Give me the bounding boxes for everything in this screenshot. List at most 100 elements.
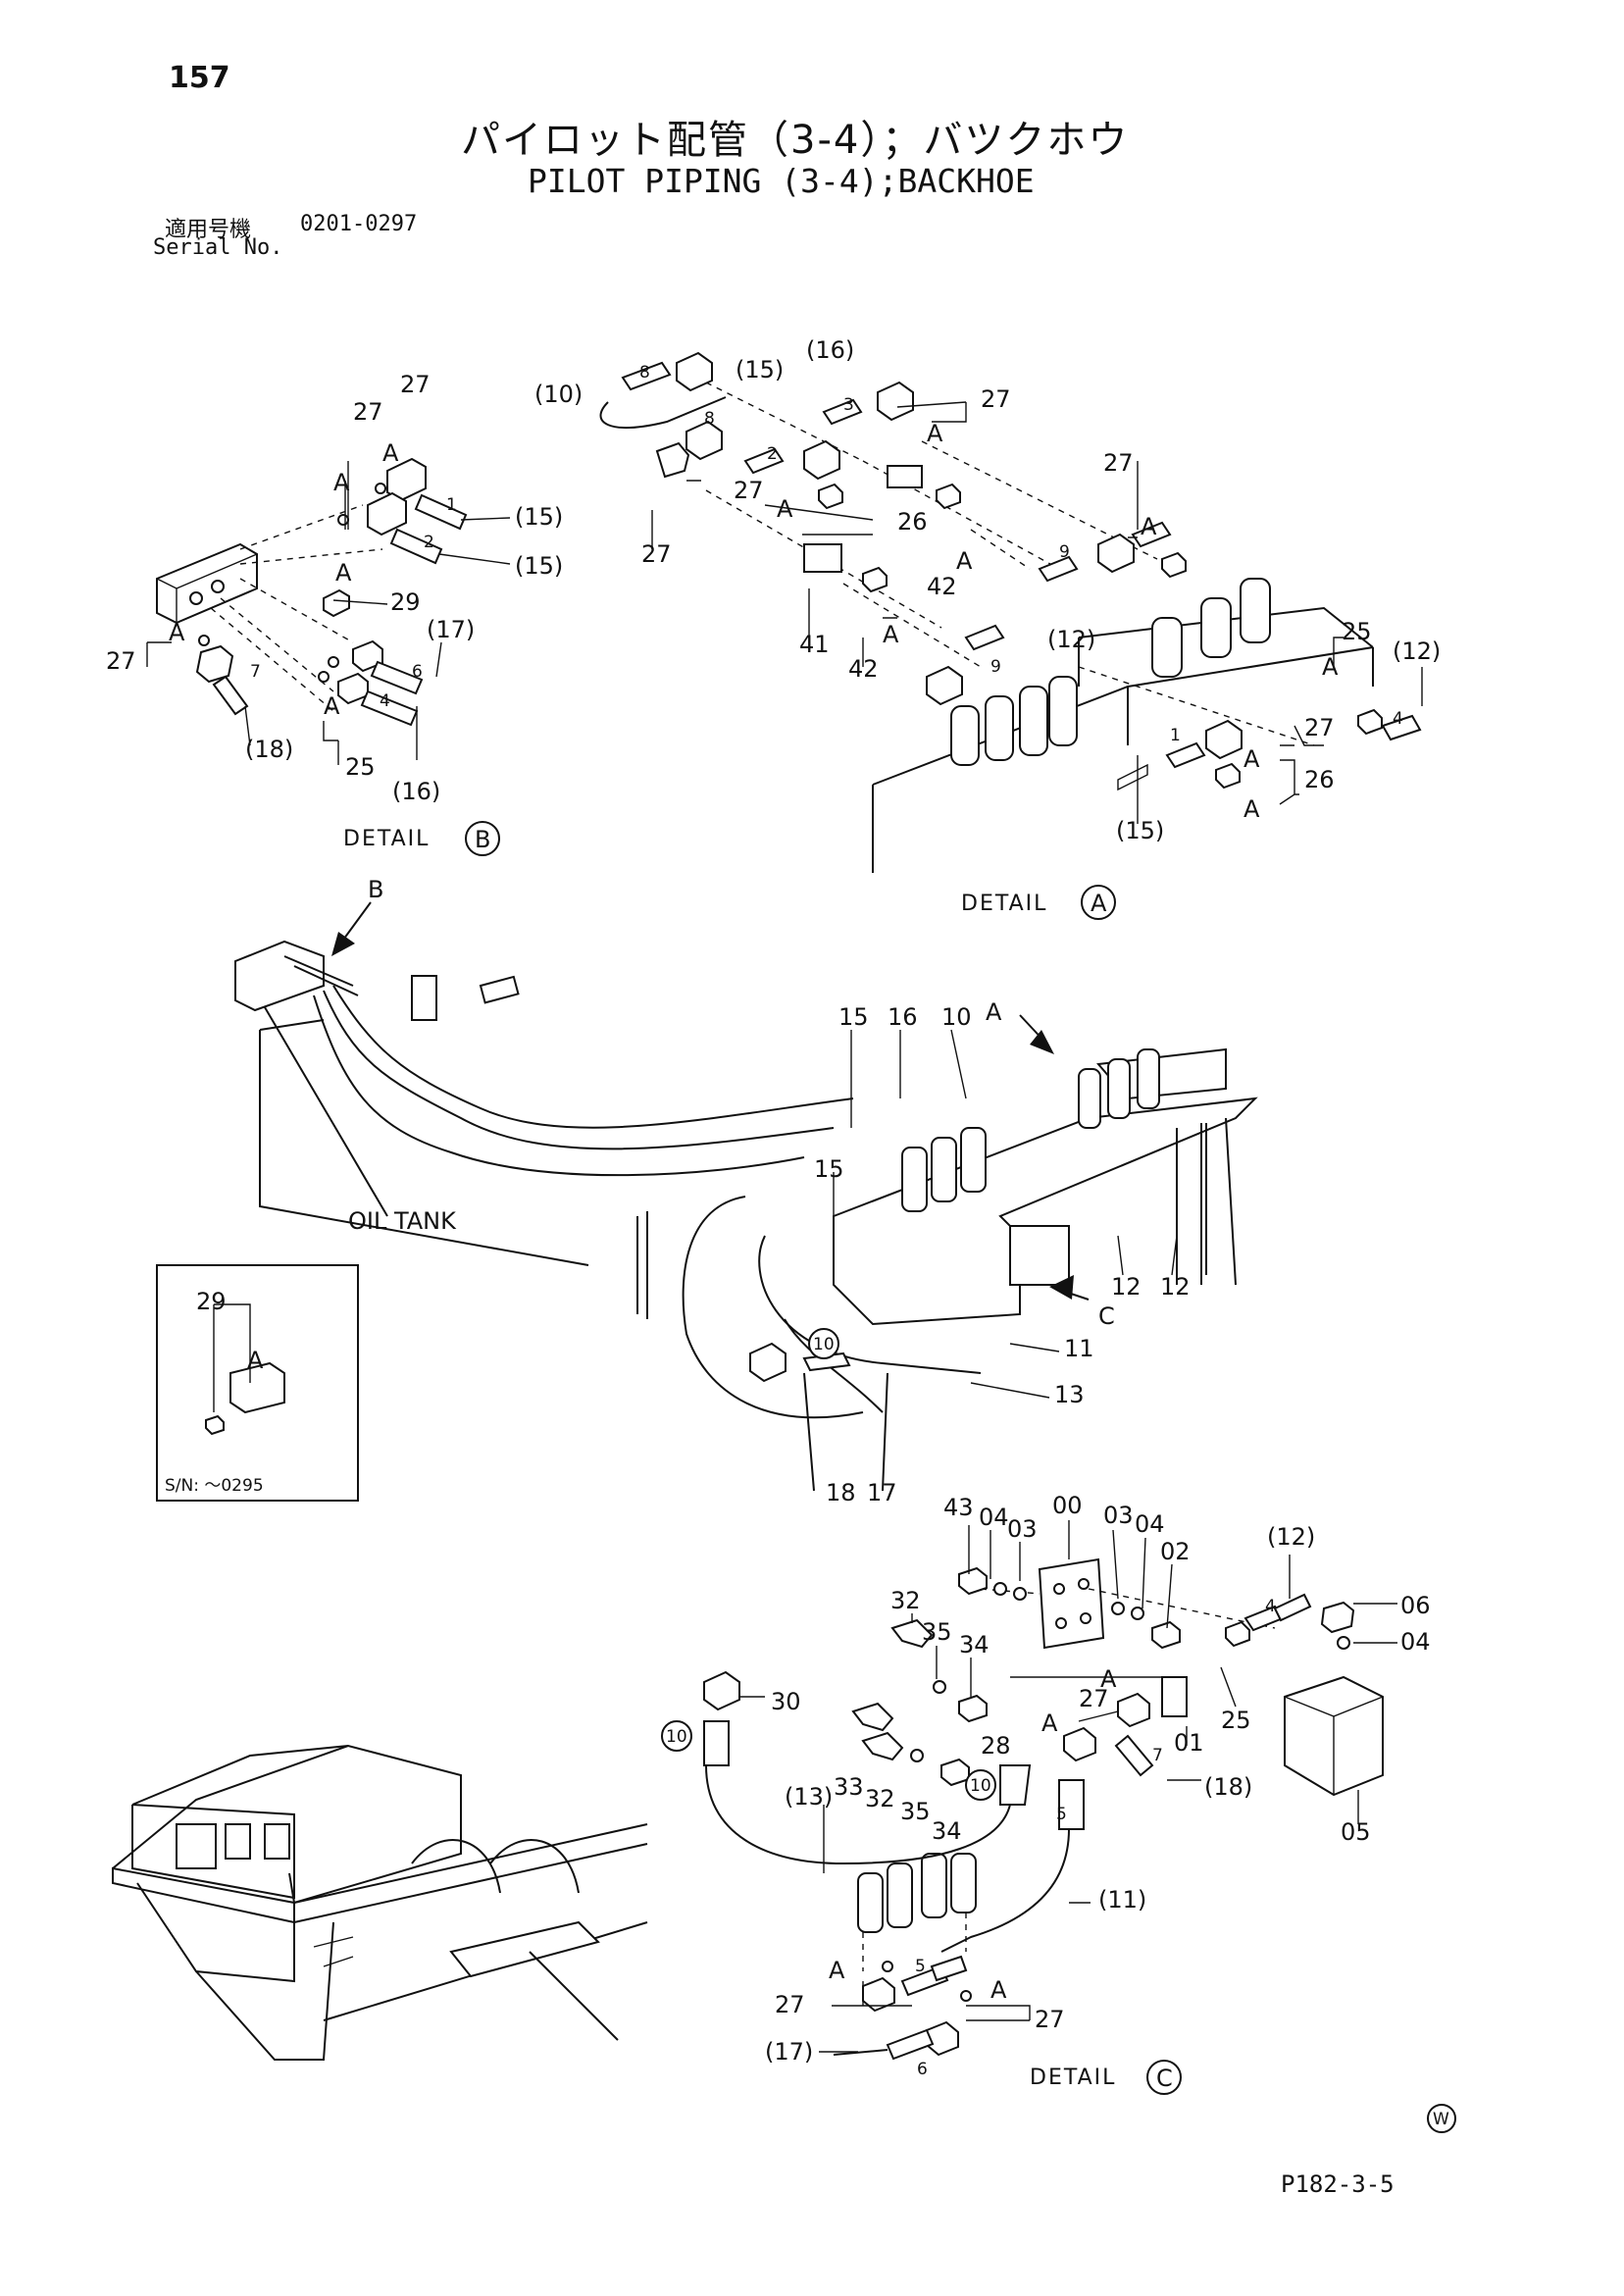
- callout-main-15b: 15: [814, 1155, 844, 1183]
- block-fitting: [887, 465, 923, 488]
- view-arrow-c: [1049, 1275, 1090, 1301]
- circle-number: 10: [666, 1727, 687, 1747]
- callout-a-a3: A: [956, 547, 973, 575]
- callout-c-18: (18): [1204, 1773, 1252, 1801]
- callout-a-27b: 27: [734, 477, 764, 504]
- inset-view-a: A: [247, 1347, 264, 1374]
- manifold-block: [156, 542, 258, 625]
- arrow-a-label: A: [986, 998, 1002, 1026]
- callout-c-33: 33: [834, 1773, 864, 1801]
- callout-a-10: (10): [534, 381, 583, 408]
- detail-c-letter: C: [1156, 2065, 1173, 2092]
- callout-main-15a: 15: [838, 1003, 869, 1031]
- callout-main-18: 18: [826, 1479, 856, 1506]
- callout-b-15b: (15): [515, 552, 563, 580]
- callout-c-a2: A: [1041, 1709, 1058, 1737]
- callout-c-27b: 27: [775, 1991, 805, 2018]
- small-number: 1: [1170, 726, 1181, 745]
- detail-b-view: [156, 457, 511, 760]
- detail-a-label: DETAIL: [961, 892, 1047, 916]
- detail-a-letter: A: [1091, 890, 1107, 917]
- detail-b-letter: B: [475, 826, 490, 853]
- callout-c-32a: 32: [890, 1587, 921, 1614]
- inset-box: [156, 1264, 359, 1502]
- callout-main-13: 13: [1054, 1381, 1085, 1408]
- callout-b-17: (17): [427, 616, 475, 643]
- arrow-c-label: C: [1098, 1302, 1115, 1330]
- small-number: 1: [446, 495, 457, 515]
- callout-c-a4: A: [990, 1976, 1007, 2004]
- hose-fitting: [621, 361, 672, 391]
- callout-a-26b: 26: [1304, 766, 1335, 793]
- page-title-english: PILOT PIPING (3-4);BACKHOE: [528, 162, 1035, 200]
- callout-circle-10: [808, 1328, 839, 1359]
- callout-main-17: 17: [867, 1479, 897, 1506]
- small-number: 2: [424, 533, 434, 552]
- callout-a-42a: 42: [927, 573, 957, 600]
- callout-b-15a: (15): [515, 503, 563, 531]
- detail-b-circle: [465, 821, 500, 856]
- callout-c-27a: 27: [1079, 1685, 1109, 1712]
- callout-main-11: 11: [1064, 1335, 1094, 1362]
- bracket-plate: [1038, 1557, 1105, 1650]
- callout-b-a3: A: [335, 559, 352, 587]
- callout-b-27c: 27: [106, 647, 136, 675]
- detail-c-view: [661, 1557, 1384, 2061]
- callout-a-a4: A: [883, 621, 899, 648]
- callout-b-18: (18): [245, 736, 293, 763]
- small-number: 5: [1056, 1805, 1067, 1824]
- block-fitting: [803, 543, 842, 573]
- callout-c-35b: 35: [900, 1798, 931, 1825]
- plug: [323, 588, 350, 618]
- callout-c-a3: A: [829, 1957, 845, 1984]
- callout-c-28: 28: [981, 1732, 1011, 1760]
- callout-a-12b: (12): [1393, 638, 1441, 665]
- callout-a-27c: 27: [641, 540, 672, 568]
- callout-a-15b: (15): [1116, 817, 1164, 844]
- small-number: 4: [380, 691, 390, 711]
- callout-a-15a: (15): [736, 356, 784, 383]
- callout-b-27a: 27: [353, 398, 383, 426]
- small-number: 4: [1393, 709, 1403, 729]
- elbow-fitting: [386, 457, 468, 531]
- callout-c-a1: A: [1100, 1665, 1117, 1693]
- callout-c-17: (17): [765, 2038, 813, 2066]
- detail-c-circle: [1146, 2060, 1182, 2095]
- small-number: 4: [1265, 1597, 1276, 1616]
- callout-c-01: 01: [1174, 1729, 1204, 1757]
- callout-c-04a: 04: [979, 1504, 1009, 1531]
- callout-c-32b: 32: [865, 1785, 895, 1812]
- callout-a-27e: 27: [1304, 714, 1335, 741]
- callout-main-10: 10: [941, 1003, 972, 1031]
- callout-c-25: 25: [1221, 1707, 1251, 1734]
- callout-main-16: 16: [888, 1003, 918, 1031]
- arrow-b-label: B: [368, 876, 383, 903]
- block-fitting: [1161, 1676, 1188, 1717]
- callout-c-04b: 04: [1135, 1510, 1165, 1538]
- callout-main-12b: 12: [1160, 1273, 1191, 1301]
- page-title-japanese: パイロット配管（3-4）；バツクホウ: [461, 118, 1130, 163]
- callout-c-04c: 04: [1400, 1628, 1431, 1656]
- callout-a-a2: A: [777, 495, 793, 523]
- small-number: 8: [704, 409, 715, 429]
- solenoid-box: [1009, 1225, 1070, 1286]
- oil-tank: [259, 1019, 648, 1319]
- small-number: 6: [412, 662, 423, 682]
- callout-c-27c: 27: [1035, 2006, 1065, 2033]
- callout-c-43: 43: [943, 1494, 974, 1521]
- detail-a-view: [599, 351, 1422, 873]
- callout-c-03b: 03: [1103, 1502, 1134, 1529]
- inset-part-29: 29: [196, 1288, 227, 1315]
- callout-b-a1: A: [382, 439, 399, 467]
- callout-a-a7: A: [1243, 745, 1260, 773]
- elbow-fitting: [367, 491, 443, 565]
- machine-sketch: [112, 1744, 648, 2061]
- small-number: 9: [1059, 542, 1070, 562]
- circle-number: 10: [813, 1335, 835, 1354]
- view-arrow-b: [331, 901, 372, 956]
- detail-b-label: DETAIL: [343, 827, 430, 851]
- callout-b-29: 29: [390, 588, 421, 616]
- callout-b-a4: A: [169, 619, 185, 646]
- view-arrow-a: [1019, 1014, 1054, 1054]
